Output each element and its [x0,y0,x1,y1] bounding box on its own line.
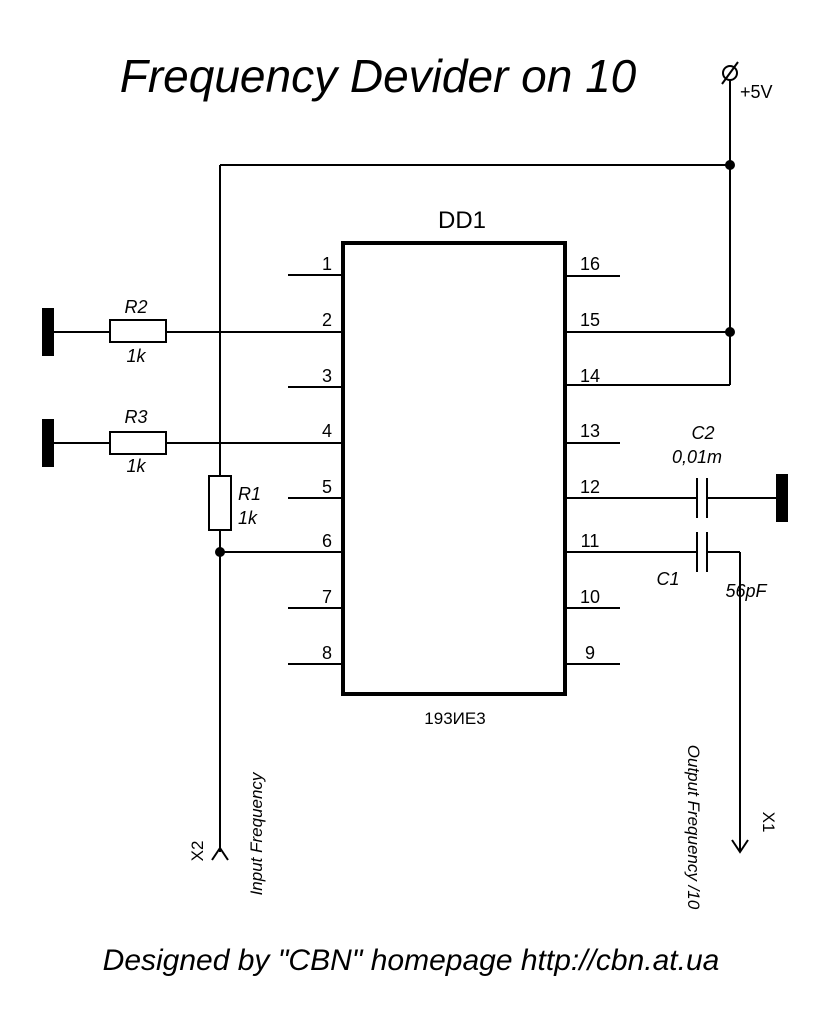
r1-value: 1k [238,508,258,528]
c2-value: 0,01m [672,447,722,467]
capacitor-c2: C2 0,01m [565,423,788,522]
r2-value: 1k [126,346,146,366]
pin-number: 16 [580,254,600,274]
pin-number: 11 [581,531,600,551]
ic-designator: DD1 [438,207,486,234]
c1-value: 56pF [725,581,767,601]
junction-dot [215,547,225,557]
x1-name: X1 [759,812,778,833]
arrow-up-icon [211,846,229,861]
pin-number: 13 [580,421,600,441]
r3-name: R3 [124,407,147,427]
resistor-body [109,319,167,343]
pin-number: 4 [322,421,332,441]
ground-bar [776,474,788,522]
junction-dot [725,160,735,170]
arrow-down-icon [731,839,749,854]
capacitor-c1: C1 56pF [565,532,768,852]
r3-value: 1k [126,456,146,476]
pin-number: 6 [322,531,332,551]
junction-dot [725,327,735,337]
c1-name: C1 [656,569,679,589]
pin-number: 15 [580,310,600,330]
pin-number: 7 [322,587,332,607]
pin-number: 12 [580,477,600,497]
ic-part-number: 193ИЕ3 [424,709,485,728]
x1-label: Output Frequency /10 [684,745,703,910]
resistor-r1: R1 1k [208,475,343,852]
ground-bar [42,308,54,356]
pin-number: 9 [585,643,595,663]
x2-label: Input Frequency [247,771,266,895]
resistor-body [208,475,232,531]
x2-name: X2 [188,841,207,862]
title: Frequency Devider on 10 [120,50,637,102]
connector-x2: X2 Input Frequency [188,771,266,895]
pin-number: 1 [322,254,332,274]
resistor-body [109,431,167,455]
ic-dd1: DD1 193ИЕ3 1 2 3 4 5 6 7 8 16 15 14 13 1… [288,207,620,728]
ic-body [341,241,567,696]
connector-x1: X1 Output Frequency /10 [684,745,778,910]
pin-number: 14 [580,366,600,386]
r1-name: R1 [238,484,261,504]
supply-wires [219,80,735,476]
pin-number: 5 [322,477,332,497]
resistor-r3: R3 1k [42,407,343,476]
c2-name: C2 [691,423,714,443]
r2-name: R2 [124,297,147,317]
pin-number: 8 [322,643,332,663]
pin-number: 3 [322,366,332,386]
footer-credit: Designed by "CBN" homepage http://cbn.at… [103,944,720,977]
pin-number: 10 [580,587,600,607]
resistor-r2: R2 1k [42,297,343,366]
power-label: +5V [740,82,773,102]
ground-bar [42,419,54,467]
pin-number: 2 [322,310,332,330]
